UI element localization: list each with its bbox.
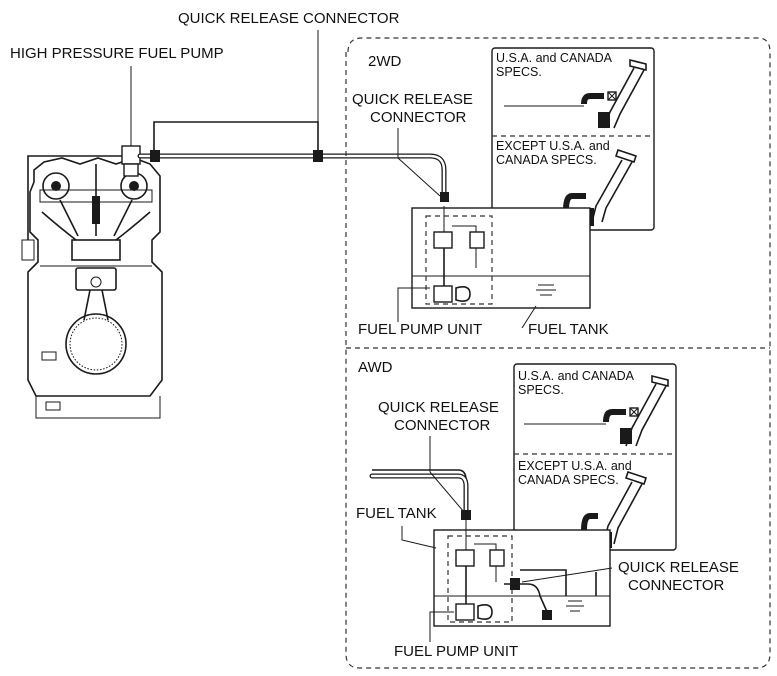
- label-qrc-2wd-line1: QUICK RELEASE: [352, 91, 473, 108]
- engine-block: [21, 157, 163, 419]
- leader-qrc-2wd-b: [397, 157, 441, 197]
- crankshaft-teeth: [69, 317, 123, 371]
- combustion-chamber: [71, 239, 121, 261]
- label-usa-awd-line1: U.S.A. and CANADA: [518, 369, 635, 383]
- label-except-2wd-line2: CANADA SPECS.: [496, 153, 597, 167]
- leader-fuel-tank-awd: [401, 526, 437, 549]
- hp-pump-body: [121, 145, 141, 165]
- filler-cap-usa-2wd: [629, 58, 647, 72]
- pump-module-b-awd: [489, 549, 505, 567]
- fuel-level-marks-2wd: [536, 284, 556, 296]
- fuel-feed-pipe-inner: [138, 154, 446, 198]
- piston-pin: [90, 276, 102, 288]
- vent-hose-usa-awd: [603, 409, 626, 423]
- filler-neck-usa-awd: [524, 374, 669, 447]
- fuel-line-engine-side: [27, 155, 122, 240]
- fuel-line-upper: [153, 121, 319, 156]
- vehicle-variants-frame: [345, 37, 771, 669]
- hose-joint-usa-awd: [620, 428, 632, 444]
- pump-module-a-2wd: [433, 231, 453, 249]
- label-except-2wd-line1: EXCEPT U.S.A. and: [496, 139, 610, 153]
- pump-lines-awd: [465, 520, 497, 582]
- exhaust-camshaft-center: [129, 181, 139, 191]
- leader-qrc-awd-right: [521, 567, 613, 583]
- intake-camshaft-center: [51, 181, 61, 191]
- fuel-pump-unit-2wd-outline: [425, 215, 493, 305]
- connector-near-pump: [150, 150, 160, 162]
- awd-feed-pipe-inner: [370, 474, 468, 514]
- pump-module-b-2wd: [469, 231, 485, 249]
- fuel-injector-body: [92, 196, 100, 224]
- hose-joint-usa-2wd: [598, 112, 610, 128]
- engine-outline: [27, 157, 163, 397]
- fuel-tank-2wd: [411, 192, 591, 309]
- leader-fuel-tank-2wd: [521, 305, 537, 329]
- label-usa-awd-line2: SPECS.: [518, 383, 564, 397]
- pump-strainer-awd: [477, 604, 493, 620]
- label-qrc-awd-right-line1: QUICK RELEASE: [618, 559, 739, 576]
- intake-exhaust-ports: [41, 211, 151, 241]
- pump-motor-awd: [455, 603, 475, 621]
- side-bracket: [21, 239, 35, 261]
- label-except-awd-line1: EXCEPT U.S.A. and: [518, 459, 632, 473]
- leader-fuel-pump-unit-awd: [429, 611, 454, 642]
- jet-pump-awd: [542, 610, 552, 620]
- oil-pan: [35, 396, 161, 419]
- label-qrc-2wd-line2: CONNECTOR: [370, 109, 467, 126]
- oil-pan-detail: [41, 351, 57, 361]
- quick-release-connector-awd: [461, 510, 471, 520]
- crankshaft-sprocket: [65, 313, 127, 375]
- label-usa-2wd-line2: SPECS.: [496, 65, 542, 79]
- intake-camshaft: [42, 172, 70, 200]
- transfer-line-awd: [504, 583, 549, 615]
- label-awd: AWD: [358, 359, 393, 376]
- pump-motor-2wd: [433, 285, 453, 303]
- fuel-tank-awd: [433, 520, 611, 627]
- filler-cap-usa-awd: [651, 374, 669, 388]
- label-qrc-awd-right-line2: CONNECTOR: [628, 577, 725, 594]
- label-fuel-tank-awd: FUEL TANK: [356, 505, 437, 522]
- label-except-awd-line2: CANADA SPECS.: [518, 473, 619, 487]
- leader-fuel-pump-unit-2wd: [397, 287, 430, 322]
- label-2wd: 2WD: [368, 53, 402, 70]
- filler-cap-except-awd: [624, 470, 648, 486]
- filler-neck-usa-2wd: [504, 58, 647, 129]
- check-valve-x2-usa-awd: [629, 407, 639, 417]
- valves: [59, 199, 133, 237]
- check-valve-x2-usa-2wd: [607, 91, 617, 101]
- label-fuel-pump-unit-2wd: FUEL PUMP UNIT: [358, 321, 482, 338]
- label-qrc-awd-line2: CONNECTOR: [394, 417, 491, 434]
- vent-hose-except-awd: [581, 513, 598, 531]
- fuel-level-marks-awd: [566, 600, 584, 612]
- fuel-pump-unit-awd-outline: [447, 535, 513, 623]
- label-fuel-tank-2wd: FUEL TANK: [528, 321, 609, 338]
- tank-dividers-awd: [520, 569, 597, 596]
- quick-release-connector-awd-right: [510, 578, 520, 590]
- hp-pump-base: [123, 163, 139, 177]
- filler-cap-except-2wd: [614, 148, 638, 164]
- engine-tag: [45, 401, 61, 411]
- connecting-rod: [83, 289, 109, 321]
- pump-lines-2wd: [443, 206, 477, 268]
- piston: [75, 267, 117, 291]
- pump-strainer-2wd: [455, 286, 471, 302]
- high-pressure-fuel-pump: [121, 145, 141, 177]
- main-fuel-line: [27, 121, 447, 240]
- quick-release-connector-2wd: [440, 192, 449, 202]
- pump-module-a-awd: [455, 549, 475, 567]
- label-usa-2wd-line1: U.S.A. and CANADA: [496, 51, 613, 65]
- vent-hose-except-2wd: [563, 193, 586, 211]
- label-quick-release-connector-top: QUICK RELEASE CONNECTOR: [178, 10, 400, 27]
- fuel-feed-pipe: [137, 153, 447, 199]
- label-qrc-awd-line1: QUICK RELEASE: [378, 399, 499, 416]
- label-high-pressure-fuel-pump: HIGH PRESSURE FUEL PUMP: [10, 45, 224, 62]
- leader-qrc-awd-b: [429, 471, 465, 513]
- vent-hose-usa-2wd: [581, 93, 604, 105]
- quick-release-connector-top: [313, 150, 323, 162]
- label-fuel-pump-unit-awd: FUEL PUMP UNIT: [394, 643, 518, 660]
